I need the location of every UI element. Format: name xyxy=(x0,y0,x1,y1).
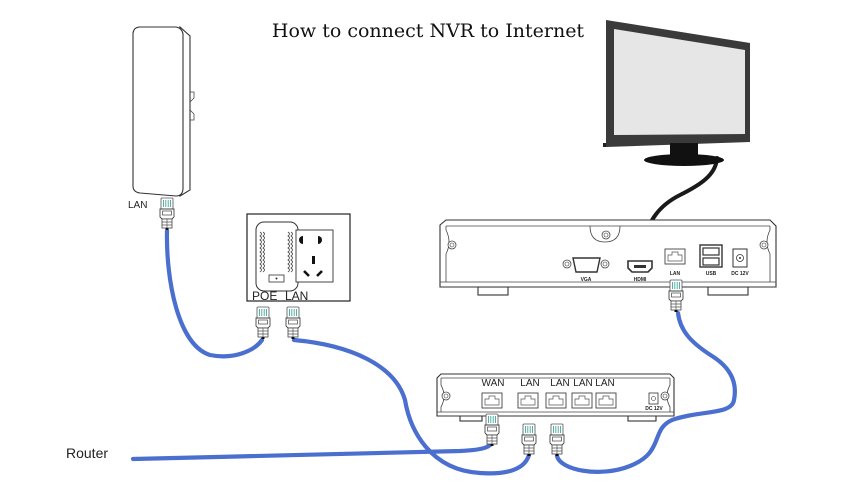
svg-text:LAN: LAN xyxy=(520,378,539,389)
router-lan-port-4: LAN xyxy=(595,378,617,409)
svg-text:LAN: LAN xyxy=(595,378,614,389)
diagram-title: How to connect NVR to Internet xyxy=(272,20,585,42)
nvr-rj45-plug xyxy=(668,279,684,313)
svg-text:DC 12V: DC 12V xyxy=(645,406,663,412)
monitor-device xyxy=(603,20,750,166)
poe-lan-rj45-plug xyxy=(285,306,301,340)
poe-injector-device: POE LAN xyxy=(246,213,351,340)
cable-router-to-nvr-lan xyxy=(554,310,737,474)
cable-cpe-to-poe xyxy=(164,228,265,359)
svg-text:HDMI: HDMI xyxy=(634,277,647,283)
cables xyxy=(130,156,737,476)
svg-text:USB: USB xyxy=(706,271,717,277)
vent-slots-left xyxy=(259,231,265,273)
cable-poe-to-router-lan xyxy=(291,337,532,476)
svg-text:WAN: WAN xyxy=(482,378,505,389)
poe-rj45-plug xyxy=(255,306,271,340)
poe-port-label: POE xyxy=(252,289,277,303)
router-lan-port-1: LAN xyxy=(517,378,540,409)
svg-text:VGA: VGA xyxy=(581,277,592,283)
cable-internet-to-router-wan xyxy=(130,441,494,462)
router-lan-port-2: LAN xyxy=(545,378,570,409)
router-lan-port-3: LAN xyxy=(571,378,593,409)
cpe-lan-label: LAN xyxy=(128,200,147,211)
svg-text:LAN: LAN xyxy=(550,378,569,389)
svg-text:LAN: LAN xyxy=(573,378,592,389)
router-wan-rj45-plug xyxy=(484,413,500,447)
router-device: WAN LAN LAN LAN LAN DC 12V xyxy=(436,373,675,457)
svg-text:LAN: LAN xyxy=(670,271,681,277)
nvr-lan-port: LAN xyxy=(664,248,686,277)
router-lan1-rj45-plug xyxy=(521,423,537,457)
router-wan-port: WAN xyxy=(482,378,505,409)
router-label: Router xyxy=(66,445,108,461)
nvr-hdmi-port: HDMI xyxy=(627,260,653,283)
outdoor-cpe-device: LAN xyxy=(128,25,195,231)
monitor-screen xyxy=(614,29,745,135)
nvr-device: VGA HDMI LAN USB DC 12V xyxy=(439,219,777,313)
router-lan2-rj45-plug xyxy=(549,423,565,457)
svg-text:DC 12V: DC 12V xyxy=(731,271,749,277)
router-dc-power-port: DC 12V xyxy=(645,392,663,412)
monitor-stand xyxy=(644,154,724,166)
cpe-rj45-plug xyxy=(159,197,175,231)
nvr-usb-port: USB xyxy=(699,244,723,277)
vent-slots-right xyxy=(287,231,293,273)
poe-lan-port-label: LAN xyxy=(285,289,308,303)
nvr-vga-port: VGA xyxy=(562,257,610,283)
nvr-dc-power-port: DC 12V xyxy=(731,248,749,277)
